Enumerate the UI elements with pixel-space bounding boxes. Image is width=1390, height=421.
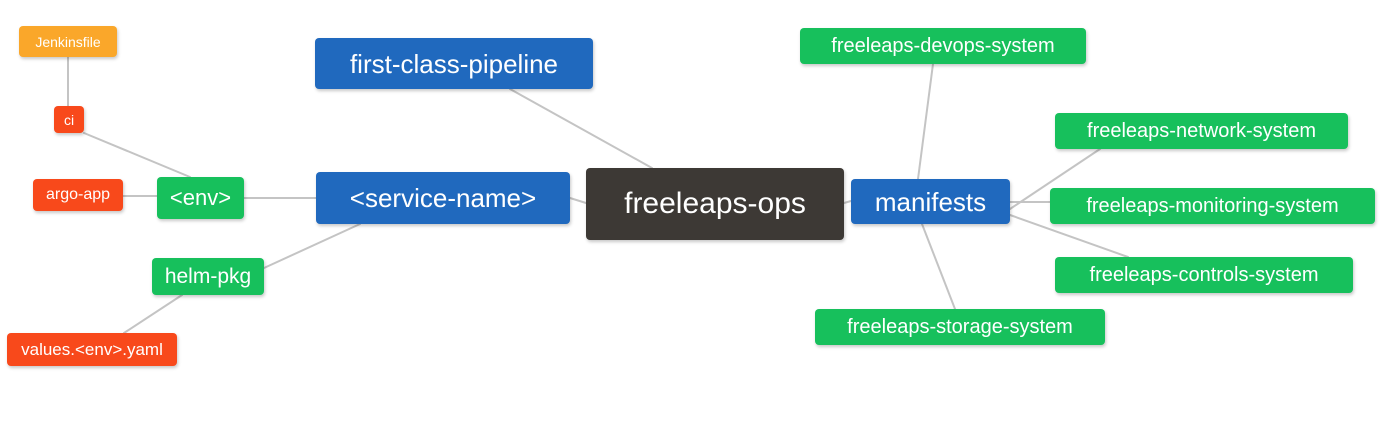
node-label-network-system: freeleaps-network-system: [1087, 120, 1316, 142]
node-values-yaml[interactable]: values.<env>.yaml: [7, 333, 177, 366]
node-label-ci: ci: [63, 111, 75, 128]
node-label-service-name: <service-name>: [349, 183, 537, 213]
edge-manifests-to-storage-system: [921, 223, 956, 310]
node-label-controls-system: freeleaps-controls-system: [1089, 264, 1319, 286]
node-jenkinsfile[interactable]: Jenkinsfile: [19, 26, 117, 57]
node-label-devops-system: freeleaps-devops-system: [831, 35, 1055, 57]
edge-service-name-to-helm-pkg: [263, 223, 361, 269]
node-label-root: freeleaps-ops: [624, 187, 806, 220]
node-label-env: <env>: [169, 185, 232, 210]
node-network-system[interactable]: freeleaps-network-system: [1055, 113, 1348, 149]
node-label-monitoring-system: freeleaps-monitoring-system: [1086, 195, 1339, 217]
node-monitoring-system[interactable]: freeleaps-monitoring-system: [1050, 188, 1375, 224]
node-label-helm-pkg: helm-pkg: [164, 265, 252, 288]
edge-manifests-to-devops-system: [917, 63, 934, 180]
node-first-class-pipeline[interactable]: first-class-pipeline: [315, 38, 593, 89]
node-label-values-yaml: values.<env>.yaml: [21, 340, 163, 359]
node-label-jenkinsfile: Jenkinsfile: [35, 33, 101, 50]
node-helm-pkg[interactable]: helm-pkg: [152, 258, 264, 295]
edge-root-to-manifests: [843, 200, 852, 204]
node-label-argo-app: argo-app: [45, 186, 111, 203]
node-storage-system[interactable]: freeleaps-storage-system: [815, 309, 1105, 345]
node-argo-app[interactable]: argo-app: [33, 179, 123, 211]
edge-root-to-first-class-pipeline: [509, 88, 653, 169]
node-devops-system[interactable]: freeleaps-devops-system: [800, 28, 1086, 64]
edge-helm-pkg-to-values-yaml: [123, 294, 183, 334]
node-label-first-class-pipeline: first-class-pipeline: [349, 48, 559, 79]
node-service-name[interactable]: <service-name>: [316, 172, 570, 224]
node-manifests[interactable]: manifests: [851, 179, 1010, 224]
node-label-manifests: manifests: [874, 186, 987, 217]
node-ci[interactable]: ci: [54, 106, 84, 133]
node-label-storage-system: freeleaps-storage-system: [847, 316, 1073, 338]
edge-env-to-ci: [83, 132, 191, 178]
node-root[interactable]: freeleaps-ops: [586, 168, 844, 240]
node-controls-system[interactable]: freeleaps-controls-system: [1055, 257, 1353, 293]
edge-root-to-service-name: [569, 197, 587, 204]
node-env[interactable]: <env>: [157, 177, 244, 219]
